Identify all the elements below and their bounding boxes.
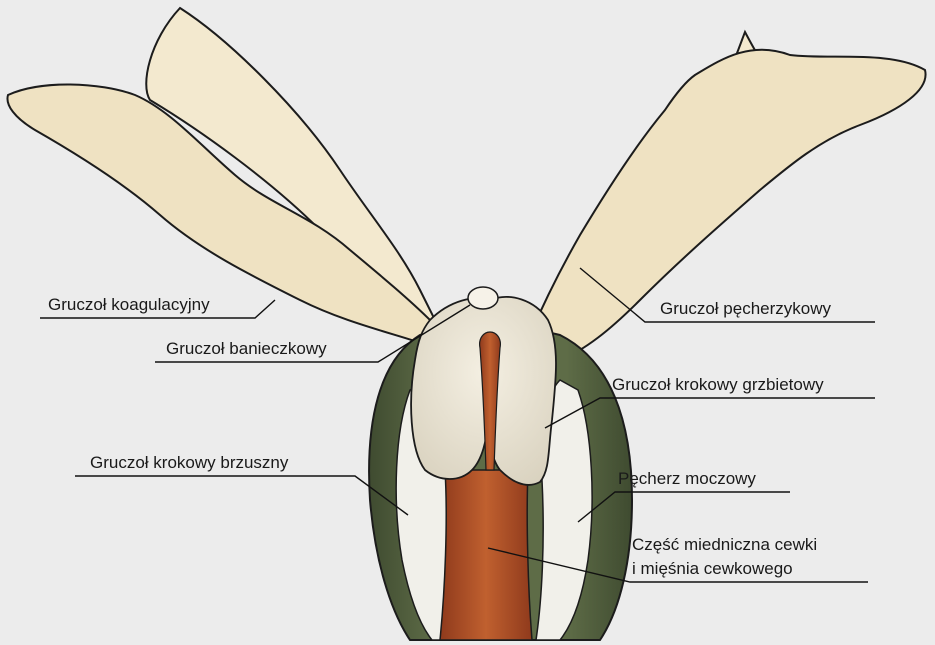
label-ampullary-gland: Gruczoł banieczkowy — [166, 339, 327, 358]
label-ventral-prostate: Gruczoł krokowy brzuszny — [90, 453, 289, 472]
label-dorsal-prostate: Gruczoł krokowy grzbietowy — [612, 375, 824, 394]
label-coagulating-gland: Gruczoł koagulacyjny — [48, 295, 210, 314]
ampullary-gland-shape — [468, 287, 498, 309]
label-urethra-line2: i mięśnia cewkowego — [632, 559, 793, 578]
label-seminal-vesicle: Gruczoł pęcherzykowy — [660, 299, 832, 318]
leader-ventral — [75, 476, 408, 515]
label-urethra-line1: Część miedniczna cewki — [632, 535, 817, 554]
label-urinary-bladder: Pęcherz moczowy — [618, 469, 756, 488]
